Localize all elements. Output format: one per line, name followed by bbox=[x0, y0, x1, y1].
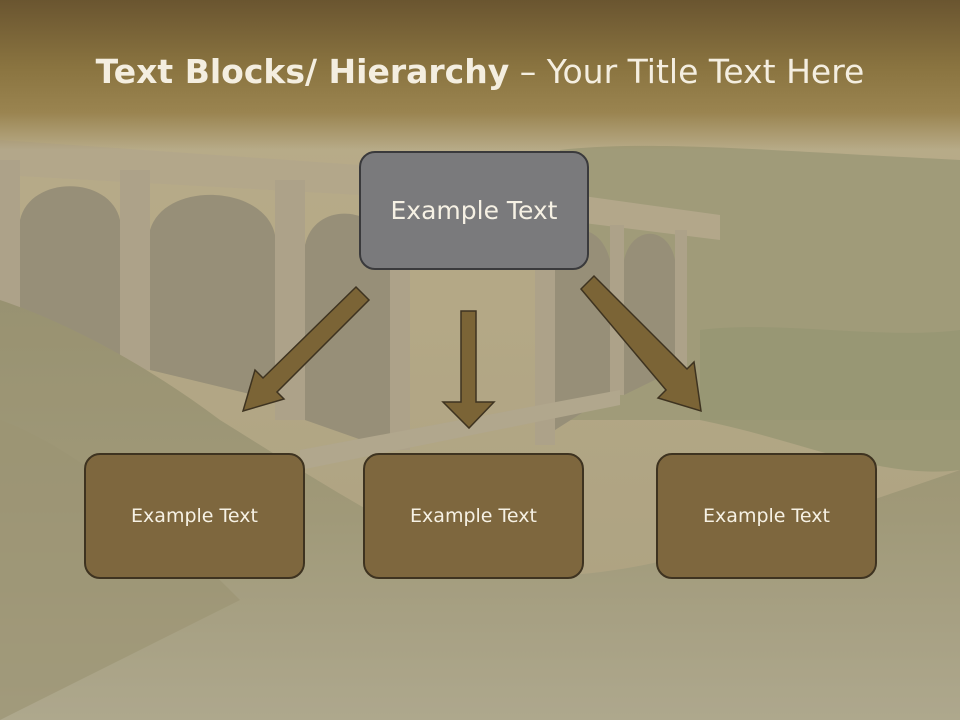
slide-title: Text Blocks/ Hierarchy – Your Title Text… bbox=[0, 52, 960, 91]
child-text-box-right: Example Text bbox=[656, 453, 877, 579]
child-text-box-left: Example Text bbox=[84, 453, 305, 579]
title-band bbox=[0, 0, 960, 150]
title-rest-part: – Your Title Text Here bbox=[509, 52, 865, 91]
child-text-box-center: Example Text bbox=[363, 453, 584, 579]
arrow-center bbox=[441, 310, 496, 430]
top-text-box: Example Text bbox=[359, 151, 589, 270]
arrow-left bbox=[241, 285, 371, 413]
title-bold-part: Text Blocks/ Hierarchy bbox=[95, 52, 510, 91]
arrow-right bbox=[579, 274, 702, 413]
